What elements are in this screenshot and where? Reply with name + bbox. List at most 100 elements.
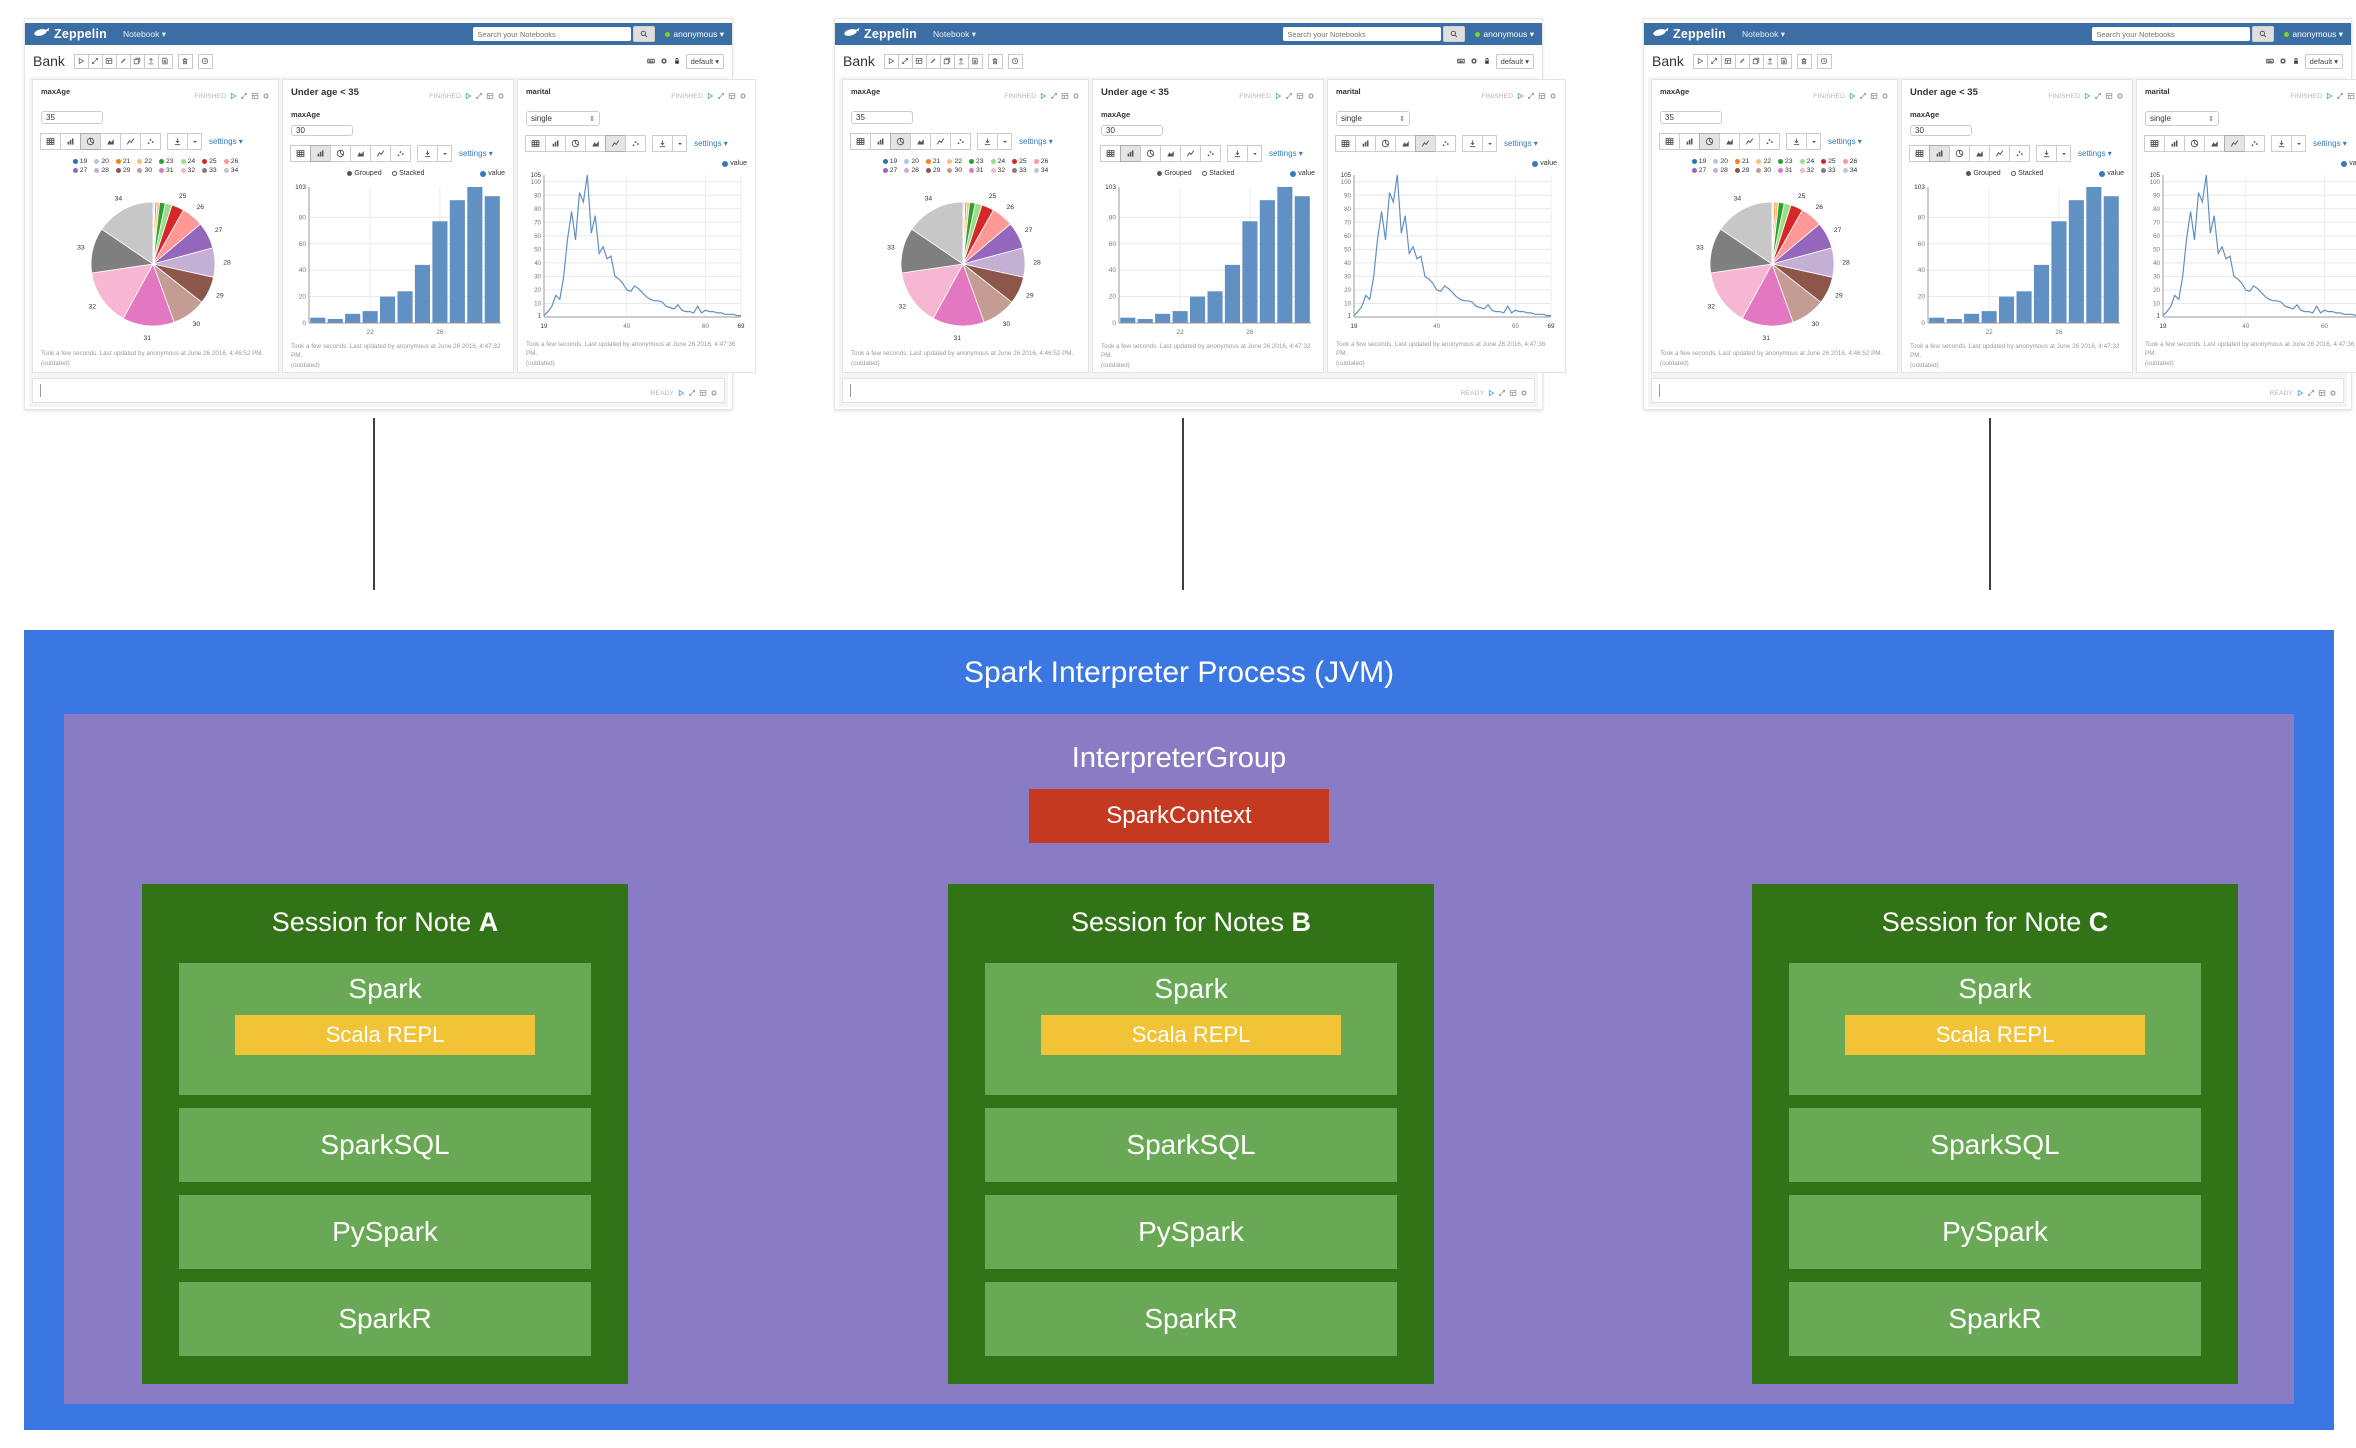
chart-type-scatter-button[interactable] <box>625 135 646 152</box>
toggle-output-icon[interactable] <box>728 87 736 105</box>
toggle-output-icon[interactable] <box>2347 87 2355 105</box>
interpreter-binding-button[interactable]: default ▾ <box>1495 53 1534 69</box>
grouped-radio[interactable]: Grouped <box>1156 170 1192 177</box>
chart-type-table-button[interactable] <box>1335 135 1356 152</box>
marital-select[interactable]: single⇕ <box>2145 111 2219 126</box>
permissions-lock-icon[interactable] <box>1483 52 1491 70</box>
zeppelin-brand[interactable]: Zeppelin <box>1673 27 1726 41</box>
legend-item-25[interactable]: 25 <box>1821 158 1836 165</box>
search-input[interactable] <box>1283 27 1442 41</box>
settings-link[interactable]: settings ▾ <box>459 149 493 158</box>
expand-paragraph-icon[interactable] <box>475 87 483 105</box>
chart-type-line-button[interactable] <box>120 133 141 151</box>
expand-paragraph-icon[interactable] <box>1050 87 1058 105</box>
download-caret-button[interactable] <box>1806 133 1821 151</box>
expand-paragraph-icon[interactable] <box>1285 87 1293 105</box>
paragraph-marital-line[interactable]: marital FINISHED single⇕ settings ▾ val <box>1327 79 1566 373</box>
legend-item-29[interactable]: 29 <box>925 167 940 174</box>
legend-item-22[interactable]: 22 <box>947 158 962 165</box>
run-paragraph-icon[interactable] <box>1516 87 1524 105</box>
notebook-menu[interactable]: Notebook ▾ <box>933 28 977 39</box>
doc-button[interactable] <box>157 53 173 69</box>
chart-type-area-button[interactable] <box>910 133 931 151</box>
chart-type-scatter-button[interactable] <box>1200 145 1221 162</box>
interpreter-binding-button[interactable]: default ▾ <box>2304 53 2343 69</box>
note-settings-gear-icon[interactable] <box>660 52 668 70</box>
legend-item-27[interactable]: 27 <box>882 167 897 174</box>
legend-item-33[interactable]: 33 <box>1821 167 1836 174</box>
output-button[interactable] <box>911 53 927 69</box>
chart-type-bar-button[interactable] <box>870 133 891 151</box>
trash-button[interactable] <box>987 53 1003 69</box>
upload-button[interactable] <box>953 53 969 69</box>
chart-type-bar-button[interactable] <box>1679 133 1700 151</box>
chart-type-pie-button[interactable] <box>1949 145 1970 162</box>
chart-type-area-button[interactable] <box>350 145 371 162</box>
search-input[interactable] <box>473 27 632 41</box>
chart-type-table-button[interactable] <box>1909 145 1930 162</box>
marital-select[interactable]: single⇕ <box>1336 111 1410 126</box>
legend-item-22[interactable]: 22 <box>137 158 152 165</box>
clock-button[interactable] <box>197 53 213 69</box>
trash-button[interactable] <box>177 53 193 69</box>
trash-button[interactable] <box>1796 53 1812 69</box>
chart-type-pie-button[interactable] <box>80 133 101 151</box>
download-caret-button[interactable] <box>437 145 452 162</box>
paragraph-settings-icon[interactable] <box>739 87 747 105</box>
chart-type-pie-button[interactable] <box>1375 135 1396 152</box>
empty-paragraph[interactable]: READY <box>32 378 725 403</box>
upload-button[interactable] <box>143 53 159 69</box>
note-settings-gear-icon[interactable] <box>1470 52 1478 70</box>
legend-item-24[interactable]: 24 <box>1799 158 1814 165</box>
marital-select[interactable]: single⇕ <box>526 111 600 126</box>
keyboard-shortcuts-icon[interactable] <box>1457 52 1465 70</box>
legend-item-30[interactable]: 30 <box>947 167 962 174</box>
run-paragraph-icon[interactable] <box>677 384 685 402</box>
chart-type-bar-button[interactable] <box>2164 135 2185 152</box>
zeppelin-brand[interactable]: Zeppelin <box>864 27 917 41</box>
run-paragraph-icon[interactable] <box>1487 384 1495 402</box>
legend-item-30[interactable]: 30 <box>137 167 152 174</box>
settings-link[interactable]: settings ▾ <box>2078 149 2112 158</box>
paragraph-settings-icon[interactable] <box>1307 87 1315 105</box>
maxage-input[interactable] <box>41 111 103 125</box>
permissions-lock-icon[interactable] <box>2292 52 2300 70</box>
chart-type-area-button[interactable] <box>2204 135 2225 152</box>
legend-item-26[interactable]: 26 <box>1033 158 1048 165</box>
download-caret-button[interactable] <box>1247 145 1262 162</box>
download-caret-button[interactable] <box>997 133 1012 151</box>
download-caret-button[interactable] <box>672 135 687 152</box>
search-input[interactable] <box>2092 27 2251 41</box>
expand-paragraph-icon[interactable] <box>1859 87 1867 105</box>
legend-item-30[interactable]: 30 <box>1756 167 1771 174</box>
maxage-input[interactable] <box>1910 125 1972 136</box>
legend-item-34[interactable]: 34 <box>223 167 238 174</box>
chart-type-pie-button[interactable] <box>2184 135 2205 152</box>
toggle-output-icon[interactable] <box>486 87 494 105</box>
paragraph-settings-icon[interactable] <box>497 87 505 105</box>
doc-button[interactable] <box>967 53 983 69</box>
download-caret-button[interactable] <box>1482 135 1497 152</box>
expand-button[interactable] <box>1706 53 1722 69</box>
chart-type-line-button[interactable] <box>370 145 391 162</box>
chart-type-area-button[interactable] <box>100 133 121 151</box>
play-button[interactable] <box>73 53 89 69</box>
toggle-output-icon[interactable] <box>1061 87 1069 105</box>
settings-link[interactable]: settings ▾ <box>694 139 728 148</box>
paragraph-marital-line[interactable]: marital FINISHED single⇕ settings ▾ val <box>517 79 756 373</box>
legend-item-27[interactable]: 27 <box>1691 167 1706 174</box>
legend-item-31[interactable]: 31 <box>159 167 174 174</box>
user-menu[interactable]: anonymous ▾ <box>1475 29 1534 40</box>
pencil-button[interactable] <box>925 53 941 69</box>
run-paragraph-icon[interactable] <box>1848 87 1856 105</box>
stacked-radio[interactable]: Stacked <box>391 170 424 177</box>
chart-type-scatter-button[interactable] <box>1435 135 1456 152</box>
legend-item-21[interactable]: 21 <box>1734 158 1749 165</box>
paragraph-settings-icon[interactable] <box>2329 384 2337 402</box>
doc-button[interactable] <box>1776 53 1792 69</box>
search-button[interactable] <box>633 26 656 42</box>
chart-type-line-button[interactable] <box>1989 145 2010 162</box>
clone-button[interactable] <box>939 53 955 69</box>
settings-link[interactable]: settings ▾ <box>1504 139 1538 148</box>
